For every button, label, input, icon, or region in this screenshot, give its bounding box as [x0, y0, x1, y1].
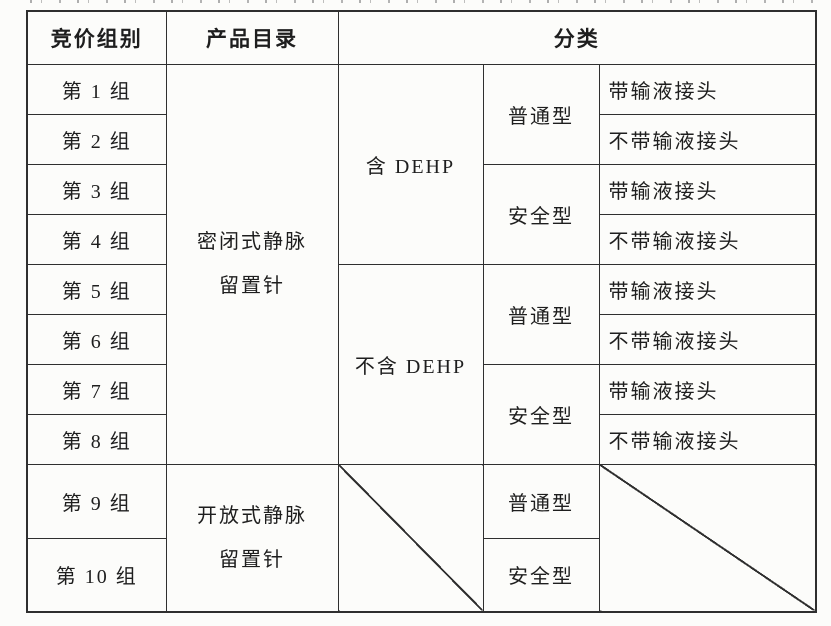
connector-cell-without: 不带输液接头 [598, 213, 817, 265]
diagonal-slash-cell-connector [598, 463, 817, 613]
group-cell-4: 第 4 组 [26, 213, 167, 265]
table-row-group-1: 第 1 组 密闭式静脉 留置针 含 DEHP 普通型 带输液接头 [26, 63, 817, 465]
table-header-row: 竞价组别 产品目录 分类 [26, 10, 817, 65]
connector-cell-with: 带输液接头 [598, 263, 817, 315]
connector-cell-without: 不带输液接头 [598, 413, 817, 465]
connector-cell-without: 不带输液接头 [598, 113, 817, 165]
table-row-group-9: 第 9 组 开放式静脉 留置针 普通型 [26, 463, 817, 613]
group-cell-3: 第 3 组 [26, 163, 167, 215]
type-cell-ordinary: 普通型 [482, 63, 600, 165]
catalog-cell-closed-iv: 密闭式静脉 留置针 [165, 63, 339, 465]
type-cell-ordinary: 普通型 [482, 263, 600, 365]
type-cell-safety: 安全型 [482, 363, 600, 465]
table-row-group-2: 第 2 组 不带输液接头 [26, 113, 817, 165]
type-cell-ordinary: 普通型 [482, 463, 600, 539]
connector-cell-with: 带输液接头 [598, 363, 817, 415]
group-cell-7: 第 7 组 [26, 363, 167, 415]
type-cell-safety: 安全型 [482, 163, 600, 265]
table-row-group-5: 第 5 组 不含 DEHP 普通型 带输液接头 [26, 263, 817, 465]
dehp-cell-contains: 含 DEHP [337, 63, 484, 265]
group-cell-2: 第 2 组 [26, 113, 167, 165]
table-row-group-3: 第 3 组 安全型 带输液接头 [26, 163, 817, 265]
table-row-group-4: 第 4 组 不带输液接头 [26, 213, 817, 265]
cropped-text-remnant [30, 0, 816, 3]
connector-cell-with: 带输液接头 [598, 63, 817, 115]
connector-cell-with: 带输液接头 [598, 163, 817, 215]
product-classification-table: 竞价组别 产品目录 分类 第 1 组 密闭式静脉 留置针 含 DEHP 普通型 … [26, 10, 818, 613]
connector-cell-without: 不带输液接头 [598, 313, 817, 365]
catalog-cell-open-iv: 开放式静脉 留置针 [165, 463, 339, 613]
table-row-group-8: 第 8 组 不带输液接头 [26, 413, 817, 465]
table-row-group-10: 第 10 组 安全型 [26, 537, 816, 613]
group-cell-8: 第 8 组 [26, 413, 167, 465]
type-cell-safety: 安全型 [482, 537, 600, 613]
group-cell-5: 第 5 组 [26, 263, 167, 315]
header-bidding-group: 竞价组别 [26, 10, 167, 65]
diagonal-slash-cell-dehp [337, 463, 484, 613]
group-cell-10: 第 10 组 [26, 537, 167, 613]
header-product-catalog: 产品目录 [165, 10, 339, 65]
table-row-group-6: 第 6 组 不带输液接头 [26, 313, 817, 365]
group-cell-6: 第 6 组 [26, 313, 167, 365]
header-classification: 分类 [337, 10, 817, 65]
group-cell-1: 第 1 组 [26, 63, 167, 115]
group-cell-9: 第 9 组 [26, 463, 167, 539]
table-row-group-7: 第 7 组 安全型 带输液接头 [26, 363, 817, 465]
dehp-cell-free: 不含 DEHP [337, 263, 484, 465]
